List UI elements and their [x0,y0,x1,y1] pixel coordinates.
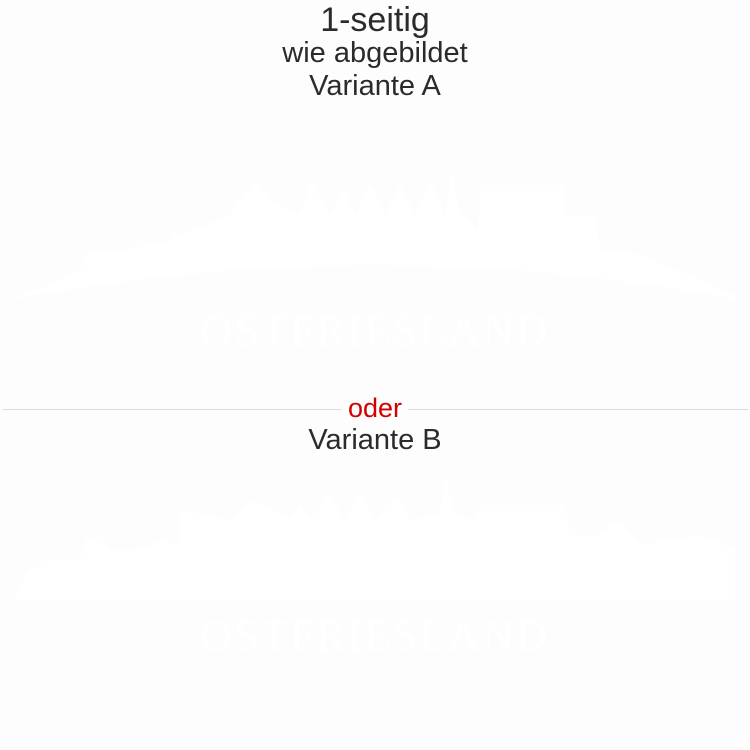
separator: oder [0,393,750,423]
skyline-icon [10,170,740,300]
variant-b-label: Variante B [308,424,442,456]
skyline-icon [15,475,735,600]
variant-a-label: Variante A [309,70,441,102]
variant-b-graphic: OSTFRIESLAND [0,475,750,660]
page-title: 1-seitig [320,1,430,39]
page-subtitle: wie abgebildet [282,37,468,69]
separator-label: oder [341,393,409,423]
watermark-text: OSTFRIESLAND [200,611,550,660]
variant-a-graphic: OSTFRIESLAND [0,170,750,355]
watermark-text: OSTFRIESLAND [200,306,550,355]
